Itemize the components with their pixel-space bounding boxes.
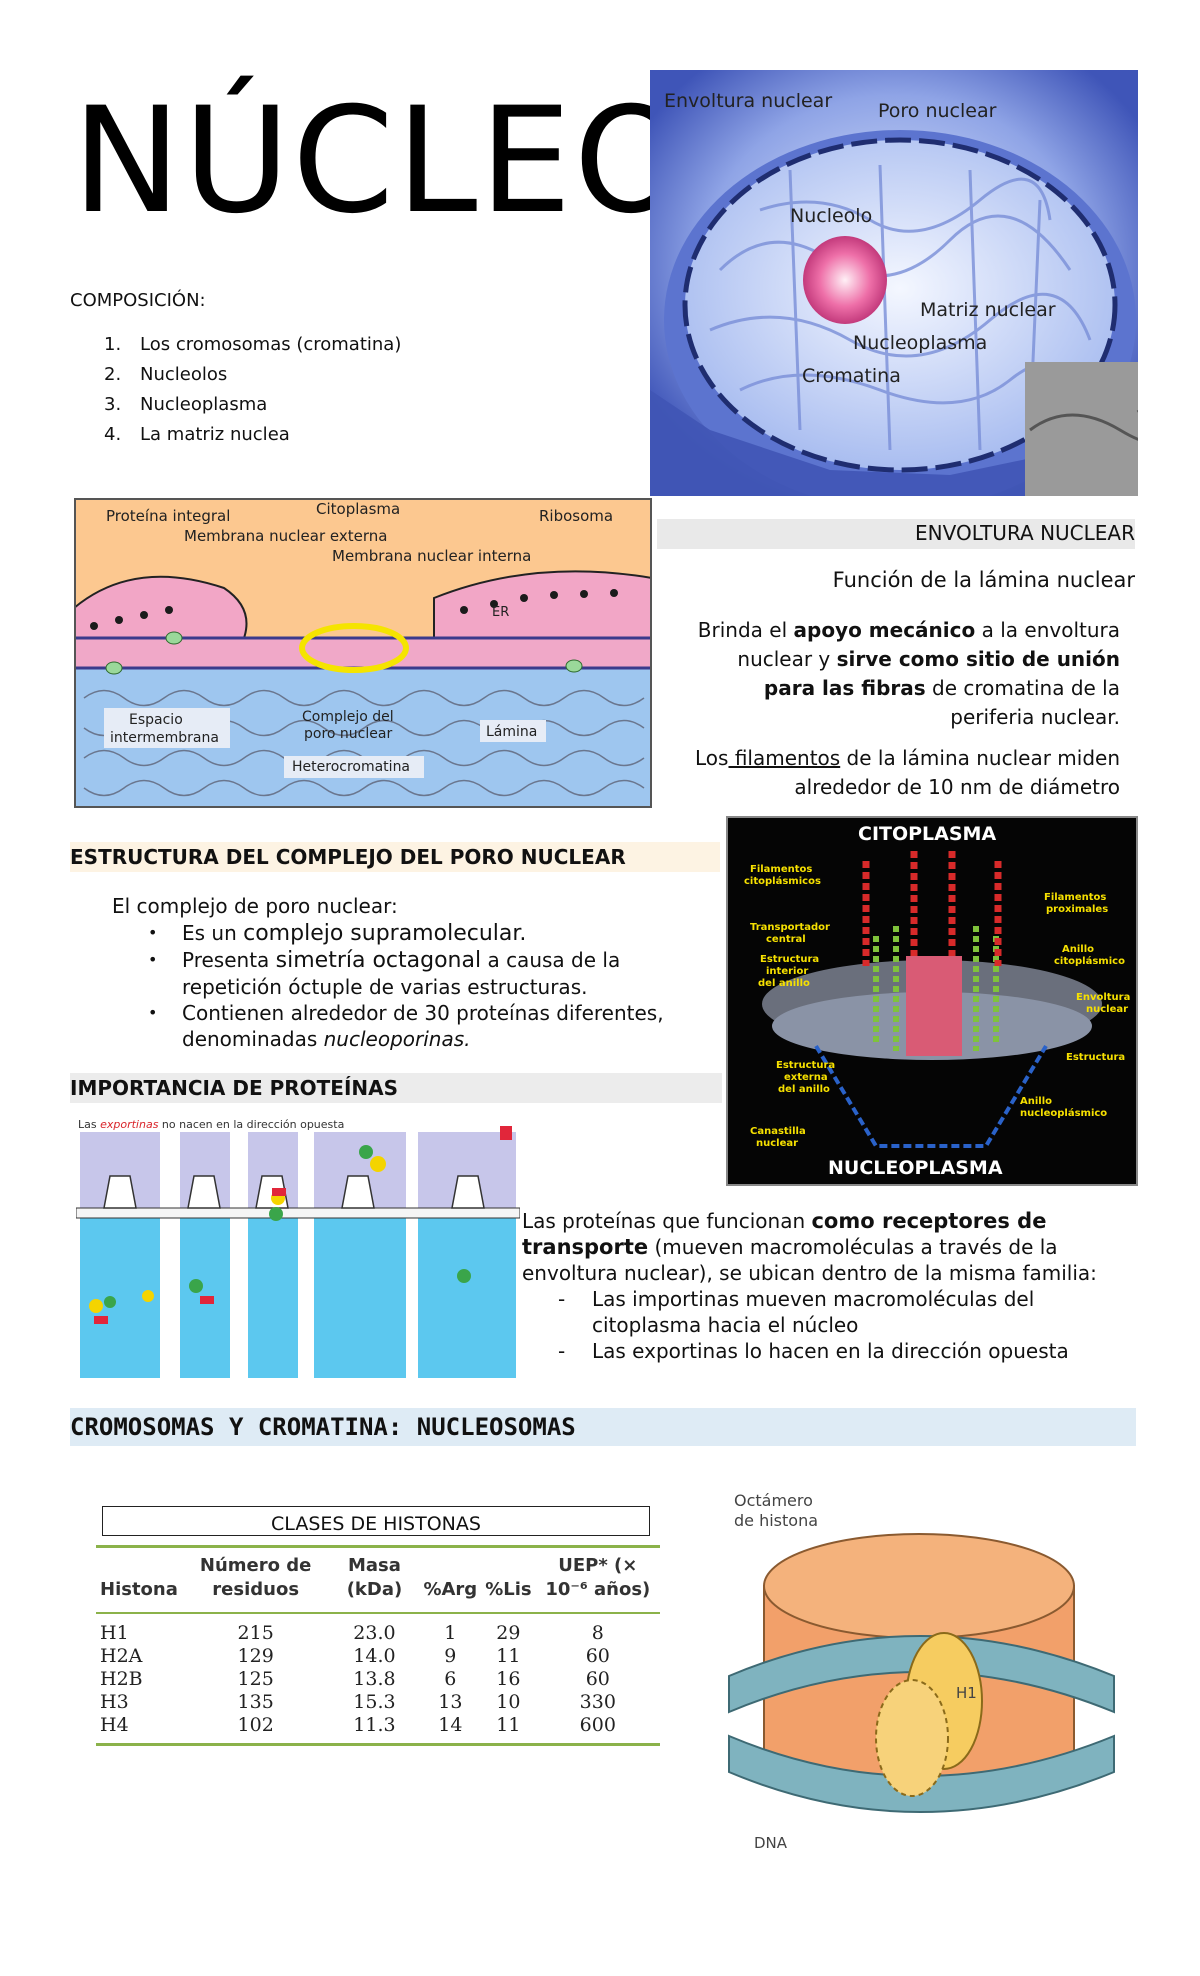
svg-text:Lámina: Lámina <box>486 724 537 740</box>
label-nucleoplasma: Nucleoplasma <box>853 332 987 354</box>
list-item: Las exportinas lo hacen en la dirección … <box>522 1338 1102 1364</box>
svg-text:del anillo: del anillo <box>758 978 810 989</box>
svg-text:proximales: proximales <box>1046 904 1108 915</box>
svg-text:Estructura: Estructura <box>760 954 819 965</box>
svg-text:Canastilla: Canastilla <box>750 1126 806 1137</box>
poro-heading: ESTRUCTURA DEL COMPLEJO DEL PORO NUCLEAR <box>70 842 720 872</box>
column-header: UEP* (× 10⁻⁶ años) <box>545 1555 651 1600</box>
svg-text:interior: interior <box>766 966 808 977</box>
list-item: 3.Nucleoplasma <box>104 394 268 415</box>
svg-text:DNA: DNA <box>754 1834 788 1852</box>
label-poro: Poro nuclear <box>878 100 997 122</box>
svg-text:Proteína integral: Proteína integral <box>106 507 230 525</box>
label-cromatina: Cromatina <box>802 365 901 387</box>
list-item: 4.La matriz nuclea <box>104 424 290 445</box>
envoltura-paragraph-2: Los filamentos de la lámina nuclear mide… <box>695 746 1120 799</box>
svg-text:poro nuclear: poro nuclear <box>304 726 392 742</box>
svg-text:Anillo: Anillo <box>1020 1096 1052 1107</box>
svg-text:Espacio: Espacio <box>129 712 183 728</box>
svg-text:Envoltura: Envoltura <box>1076 992 1130 1003</box>
poro-list: Es un complejo supramolecular. Presenta … <box>140 920 700 1052</box>
page-title: NÚCLEO <box>72 76 691 246</box>
column-header: %Arg <box>423 1579 478 1600</box>
list-item: 1.Los cromosomas (cromatina) <box>104 334 402 355</box>
svg-text:intermembrana: intermembrana <box>110 730 219 746</box>
svg-text:Las exportinas no nacen en la: Las exportinas no nacen en la dirección … <box>78 1118 344 1131</box>
label-nucleolo: Nucleolo <box>790 205 872 227</box>
composicion-list: 1.Los cromosomas (cromatina) 2.Nucleolos… <box>104 330 401 450</box>
histonas-box-title: CLASES DE HISTONAS <box>102 1506 650 1536</box>
list-item: Es un complejo supramolecular. <box>140 920 700 947</box>
svg-text:ER: ER <box>492 605 509 620</box>
svg-text:Anillo: Anillo <box>1062 944 1094 955</box>
composicion-label: COMPOSICIÓN: <box>70 290 206 311</box>
column-header: Histona <box>100 1579 178 1600</box>
label-matriz: Matriz nuclear <box>920 299 1056 321</box>
svg-text:H1: H1 <box>956 1684 977 1702</box>
column-header: Número de residuos <box>199 1555 312 1600</box>
list-item: Las importinas mueven macromoléculas del… <box>522 1286 1102 1338</box>
label-envoltura: Envoltura nuclear <box>664 90 832 112</box>
envelope-diagram: Proteína integral Citoplasma Ribosoma Me… <box>74 498 652 808</box>
svg-text:Transportador: Transportador <box>750 922 830 933</box>
envoltura-paragraph-1: Brinda el apoyo mecánico a la envoltura … <box>697 618 1120 729</box>
svg-text:NUCLEOPLASMA: NUCLEOPLASMA <box>828 1157 1003 1179</box>
poro-intro: El complejo de poro nuclear: <box>112 894 398 918</box>
svg-text:Complejo del: Complejo del <box>302 709 394 725</box>
envoltura-heading: ENVOLTURA NUCLEAR <box>657 519 1135 549</box>
svg-text:de histona: de histona <box>734 1511 818 1530</box>
cromosomas-heading: CROMOSOMAS Y CROMATINA: NUCLEOSOMAS <box>70 1408 1136 1446</box>
column-header: Masa (kDa) <box>346 1555 403 1600</box>
svg-text:del anillo: del anillo <box>778 1084 830 1095</box>
svg-text:Filamentos: Filamentos <box>750 864 812 875</box>
svg-text:Filamentos: Filamentos <box>1044 892 1106 903</box>
nucleus-illustration: Envoltura nuclear Poro nuclear Nucleolo … <box>650 70 1138 496</box>
svg-text:nuclear: nuclear <box>756 1138 798 1149</box>
svg-text:Membrana nuclear interna: Membrana nuclear interna <box>332 547 531 565</box>
svg-text:Estructura: Estructura <box>1066 1052 1125 1063</box>
svg-text:citoplásmico: citoplásmico <box>1054 955 1125 967</box>
proteinas-text: Las proteínas que funcionan como recepto… <box>522 1208 1102 1380</box>
importancia-heading: IMPORTANCIA DE PROTEÍNAS <box>70 1073 722 1103</box>
column-header: %Lis <box>485 1579 532 1600</box>
svg-text:nucleoplásmico: nucleoplásmico <box>1020 1107 1107 1119</box>
svg-text:Ribosoma: Ribosoma <box>539 507 613 525</box>
proteinas-list: Las importinas mueven macromoléculas del… <box>522 1286 1102 1364</box>
svg-text:externa: externa <box>784 1072 828 1083</box>
svg-text:CITOPLASMA: CITOPLASMA <box>858 823 996 845</box>
svg-text:Heterocromatina: Heterocromatina <box>292 759 410 775</box>
svg-text:central: central <box>766 934 806 945</box>
svg-text:nuclear: nuclear <box>1086 1004 1128 1015</box>
svg-text:Citoplasma: Citoplasma <box>316 500 400 518</box>
svg-text:citoplásmicos: citoplásmicos <box>744 875 821 887</box>
importin-cycle-diagram: Las exportinas no nacen en la dirección … <box>76 1116 520 1378</box>
envoltura-subheading: Función de la lámina nuclear <box>832 568 1135 592</box>
histonas-table: Histona Número de residuos Masa (kDa) %A… <box>96 1545 660 1746</box>
svg-text:Octámero: Octámero <box>734 1491 813 1510</box>
svg-text:Estructura: Estructura <box>776 1060 835 1071</box>
list-item: Contienen alrededor de 30 proteínas dife… <box>140 1000 700 1052</box>
pore-complex-diagram: CITOPLASMA NUCLEOPLASMA Filamentos citop… <box>726 816 1138 1186</box>
svg-text:Membrana nuclear externa: Membrana nuclear externa <box>184 527 387 545</box>
list-item: Presenta simetría octagonal a causa de l… <box>140 947 700 1000</box>
nucleosome-diagram: Octámero de histona H1 DNA <box>724 1476 1124 1866</box>
list-item: 2.Nucleolos <box>104 364 228 385</box>
